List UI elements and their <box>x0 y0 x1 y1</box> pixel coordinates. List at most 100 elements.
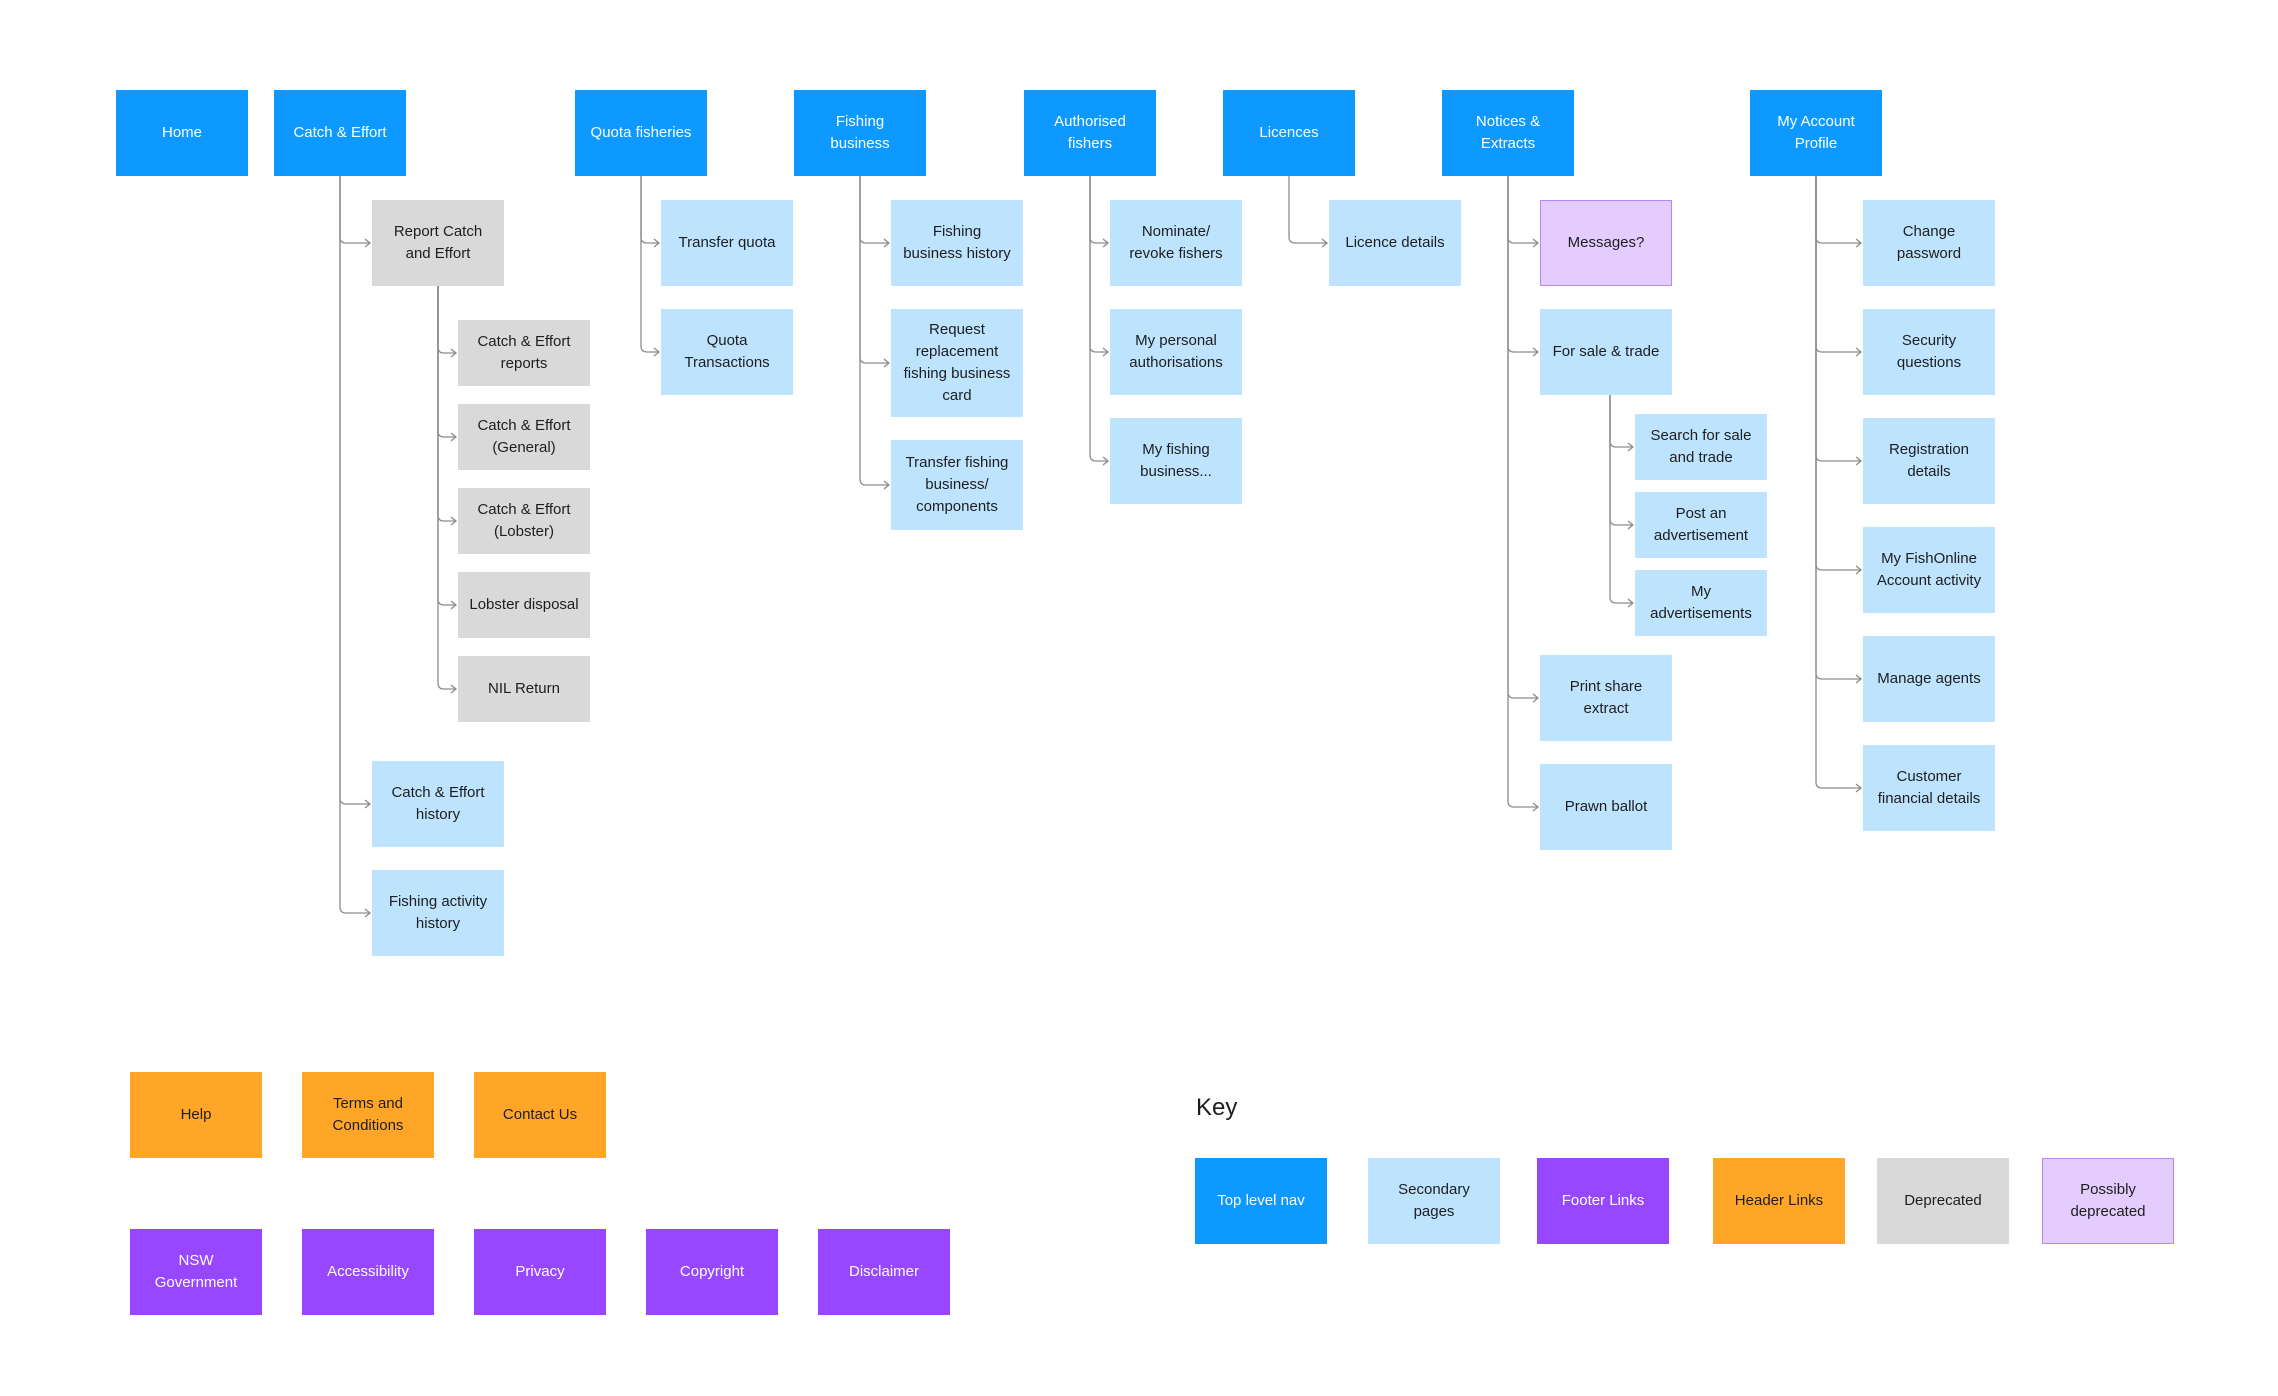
connector-notices-0 <box>1507 176 1538 244</box>
connector-quota-0 <box>640 176 659 244</box>
node-search-for-sale[interactable]: Search for sale and trade <box>1635 414 1767 480</box>
node-nil-return[interactable]: NIL Return <box>458 656 590 722</box>
key-header-links: Header Links <box>1713 1158 1845 1244</box>
footer-link-privacy[interactable]: Privacy <box>474 1229 606 1315</box>
footer-link-copyright[interactable]: Copyright <box>646 1229 778 1315</box>
connector-report-catch-arrow-2 <box>450 516 458 526</box>
key-deprecated: Deprecated <box>1877 1158 2009 1244</box>
connector-for-sale-2 <box>1609 395 1633 604</box>
connector-notices-arrow-3 <box>1532 802 1540 812</box>
header-link-terms[interactable]: Terms and Conditions <box>302 1072 434 1158</box>
footer-link-disclaimer[interactable]: Disclaimer <box>818 1229 950 1315</box>
connector-authorised-fishers-arrow-0 <box>1102 238 1110 248</box>
connector-authorised-fishers-0 <box>1089 176 1108 244</box>
connector-for-sale-1 <box>1609 395 1633 526</box>
node-licence-details[interactable]: Licence details <box>1329 200 1461 286</box>
node-my-advertisements[interactable]: My advertisements <box>1635 570 1767 636</box>
footer-link-nsw-government[interactable]: NSW Government <box>130 1229 262 1315</box>
nav-home[interactable]: Home <box>116 90 248 176</box>
header-link-help[interactable]: Help <box>130 1072 262 1158</box>
connector-licences-0 <box>1288 176 1327 244</box>
key-footer-links: Footer Links <box>1537 1158 1669 1244</box>
connector-fishing-business-0 <box>859 176 889 244</box>
connector-authorised-fishers-2 <box>1089 176 1108 462</box>
node-security-questions[interactable]: Security questions <box>1863 309 1995 395</box>
connector-authorised-fishers-arrow-1 <box>1102 347 1110 357</box>
node-print-share-extract[interactable]: Print share extract <box>1540 655 1672 741</box>
connector-for-sale-arrow-0 <box>1627 442 1635 452</box>
nav-fishing-business[interactable]: Fishing business <box>794 90 926 176</box>
node-my-personal-authorisations[interactable]: My personal authorisations <box>1110 309 1242 395</box>
connector-report-catch-4 <box>437 286 456 690</box>
connector-authorised-fishers-1 <box>1089 176 1108 353</box>
node-report-catch-effort[interactable]: Report Catch and Effort <box>372 200 504 286</box>
nav-quota-fisheries[interactable]: Quota fisheries <box>575 90 707 176</box>
nav-licences[interactable]: Licences <box>1223 90 1355 176</box>
node-fishing-activity-history[interactable]: Fishing activity history <box>372 870 504 956</box>
node-prawn-ballot[interactable]: Prawn ballot <box>1540 764 1672 850</box>
connector-report-catch-arrow-0 <box>450 348 458 358</box>
connector-fishing-business-2 <box>859 176 889 486</box>
node-messages[interactable]: Messages? <box>1540 200 1672 286</box>
connector-my-account-arrow-5 <box>1855 783 1863 793</box>
connector-quota-arrow-0 <box>653 238 661 248</box>
connector-for-sale-arrow-1 <box>1627 520 1635 530</box>
connector-catch-effort-0 <box>339 176 370 244</box>
connector-my-account-4 <box>1815 176 1861 680</box>
header-link-contact[interactable]: Contact Us <box>474 1072 606 1158</box>
connector-my-account-arrow-4 <box>1855 674 1863 684</box>
connector-report-catch-2 <box>437 286 456 522</box>
connector-quota-1 <box>640 176 659 353</box>
connector-my-account-0 <box>1815 176 1861 244</box>
node-my-fishing-business[interactable]: My fishing business... <box>1110 418 1242 504</box>
node-account-activity[interactable]: My FishOnline Account activity <box>1863 527 1995 613</box>
node-catch-effort-history[interactable]: Catch & Effort history <box>372 761 504 847</box>
connector-report-catch-arrow-3 <box>450 600 458 610</box>
connector-for-sale-arrow-2 <box>1627 598 1635 608</box>
node-catch-effort-general[interactable]: Catch & Effort (General) <box>458 404 590 470</box>
connector-my-account-arrow-1 <box>1855 347 1863 357</box>
connector-notices-arrow-1 <box>1532 347 1540 357</box>
node-for-sale-trade[interactable]: For sale & trade <box>1540 309 1672 395</box>
connector-catch-effort-2 <box>339 176 370 914</box>
connector-notices-3 <box>1507 176 1538 808</box>
node-nominate-revoke-fishers[interactable]: Nominate/ revoke fishers <box>1110 200 1242 286</box>
connector-my-account-3 <box>1815 176 1861 571</box>
nav-my-account-profile[interactable]: My Account Profile <box>1750 90 1882 176</box>
node-customer-financial-details[interactable]: Customer financial details <box>1863 745 1995 831</box>
node-catch-effort-lobster[interactable]: Catch & Effort (Lobster) <box>458 488 590 554</box>
connector-my-account-2 <box>1815 176 1861 462</box>
key-secondary-pages: Secondary pages <box>1368 1158 1500 1244</box>
connector-notices-1 <box>1507 176 1538 353</box>
node-transfer-quota[interactable]: Transfer quota <box>661 200 793 286</box>
nav-notices-extracts[interactable]: Notices & Extracts <box>1442 90 1574 176</box>
node-request-replacement-card[interactable]: Request replacement fishing business car… <box>891 309 1023 417</box>
nav-authorised-fishers[interactable]: Authorised fishers <box>1024 90 1156 176</box>
key-top-level-nav: Top level nav <box>1195 1158 1327 1244</box>
connector-my-account-1 <box>1815 176 1861 353</box>
connector-my-account-5 <box>1815 176 1861 789</box>
node-lobster-disposal[interactable]: Lobster disposal <box>458 572 590 638</box>
connector-catch-effort-1 <box>339 176 370 805</box>
node-registration-details[interactable]: Registration details <box>1863 418 1995 504</box>
node-change-password[interactable]: Change password <box>1863 200 1995 286</box>
node-post-advertisement[interactable]: Post an advertisement <box>1635 492 1767 558</box>
connector-quota-arrow-1 <box>653 347 661 357</box>
nav-catch-effort[interactable]: Catch & Effort <box>274 90 406 176</box>
connector-notices-arrow-2 <box>1532 693 1540 703</box>
connector-authorised-fishers-arrow-2 <box>1102 456 1110 466</box>
node-quota-transactions[interactable]: Quota Transactions <box>661 309 793 395</box>
node-manage-agents[interactable]: Manage agents <box>1863 636 1995 722</box>
key-possibly-deprecated: Possibly deprecated <box>2042 1158 2174 1244</box>
footer-link-accessibility[interactable]: Accessibility <box>302 1229 434 1315</box>
node-catch-effort-reports[interactable]: Catch & Effort reports <box>458 320 590 386</box>
node-transfer-fishing-business[interactable]: Transfer fishing business/ components <box>891 440 1023 530</box>
connector-my-account-arrow-0 <box>1855 238 1863 248</box>
connector-report-catch-0 <box>437 286 456 354</box>
connector-catch-effort-arrow-2 <box>364 908 372 918</box>
connector-licences-arrow-0 <box>1321 238 1329 248</box>
connector-catch-effort-arrow-1 <box>364 799 372 809</box>
node-fishing-business-history[interactable]: Fishing business history <box>891 200 1023 286</box>
connector-fishing-business-arrow-1 <box>883 358 891 368</box>
